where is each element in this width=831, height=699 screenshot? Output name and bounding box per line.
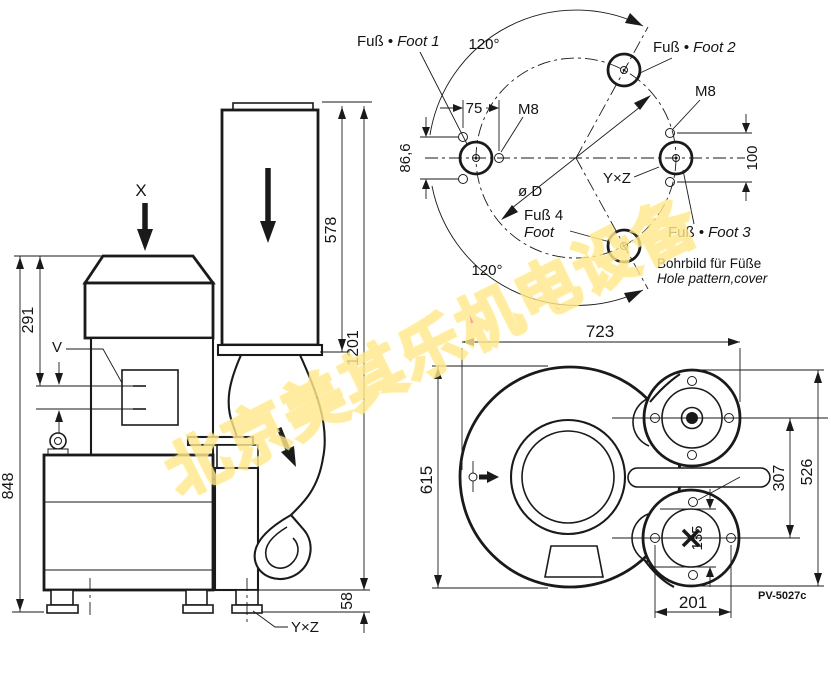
inlet-flange-plate <box>186 435 255 447</box>
duct-u-bend-outer <box>253 513 312 580</box>
duct-left-edge <box>227 354 242 438</box>
radial-foot2 <box>575 26 649 159</box>
pump-side-box <box>213 466 260 592</box>
foot4-label-line2: Foot <box>524 224 555 241</box>
dim-100: 100 <box>744 145 761 170</box>
base-box <box>42 453 215 592</box>
diameter-label: ø D <box>518 183 542 200</box>
motor-hood <box>82 254 216 285</box>
top-view-dimensions: 723 615 526 307 <box>417 322 824 618</box>
inlet-flow-arrow-icon <box>260 221 276 243</box>
motor-hood-skirt <box>83 281 215 340</box>
foot-a-pad <box>46 604 79 614</box>
yz-foot-label: Y×Z <box>291 619 319 636</box>
angle-top-label: 120° <box>468 36 499 53</box>
dim-578: 578 <box>323 217 340 244</box>
yz-leader-hp <box>633 166 660 178</box>
dim-291: 291 <box>20 307 37 334</box>
inlet-block <box>216 444 259 469</box>
foot3-label: Fuß •Foot 3 <box>668 224 751 241</box>
m8-holes <box>458 128 675 187</box>
m8-left-label: M8 <box>518 101 539 118</box>
foot2-circle <box>606 52 642 88</box>
port-arc-top <box>632 397 650 447</box>
top-view: 723 615 526 307 <box>417 322 828 618</box>
foot2-label: Fuß •Foot 2 <box>653 39 736 56</box>
foot-circles <box>458 52 694 264</box>
yz-label: Y×Z <box>603 170 631 187</box>
dim-307: 307 <box>771 465 788 492</box>
yz-leader <box>252 610 288 628</box>
caption-de: Bohrbild für Füße <box>657 256 761 271</box>
hole-pattern-view: 75 M8 86,6 100 M8 Fuß •Foot 1 120° Fuß •… <box>357 9 768 306</box>
drawing-code: PV-5027c <box>758 590 806 602</box>
duct-u-bend-inner <box>264 526 299 569</box>
m8-left-leader <box>500 116 524 153</box>
foot4-label-line1: Fuß 4 <box>524 207 563 224</box>
dim-58: 58 <box>339 592 356 610</box>
housing-bridge-bottom <box>642 557 675 588</box>
foot3-circle <box>658 140 694 176</box>
foot-b-pad <box>182 604 214 614</box>
foot-a <box>50 589 74 606</box>
arc-120-top-arrow <box>625 13 643 26</box>
foot2-leader <box>639 57 673 74</box>
muffler-base-plate <box>216 343 324 357</box>
foot4-circle <box>606 228 642 264</box>
eyebolt-outer <box>49 432 67 450</box>
angle-bottom-label: 120° <box>471 262 502 279</box>
foot1-leader <box>419 51 468 145</box>
foot1-circle <box>458 140 494 176</box>
dim-135: 135 <box>689 525 706 550</box>
foot1-label: Fuß •Foot 1 <box>357 33 440 50</box>
drain-hole <box>468 472 478 482</box>
arc-120-bottom-arrow <box>624 290 643 303</box>
terminal-box-topview <box>544 545 604 578</box>
dim-848: 848 <box>0 473 17 500</box>
side-view-dimensions: 291 848 578 1201 58 <box>0 101 372 633</box>
caption-en: Hole pattern,cover <box>657 271 768 286</box>
arc-120-top <box>429 9 644 136</box>
v-leader <box>66 348 123 384</box>
impeller-ring-inner <box>521 430 615 524</box>
diameter-line <box>511 106 641 209</box>
drain-arrow-icon <box>487 471 499 483</box>
arc-120-bottom <box>431 185 644 306</box>
x-arrow-icon <box>137 229 153 251</box>
dim-75: 75 <box>466 100 483 117</box>
dim-526: 526 <box>799 459 816 486</box>
foot-b <box>185 589 208 606</box>
motor-body <box>89 336 215 457</box>
duct-flow-arrow-shaft <box>276 427 291 451</box>
duct-flow-arrow-icon <box>281 446 296 467</box>
eyebolt-inner <box>54 437 62 445</box>
terminal-box <box>121 369 179 426</box>
entry-dim-arrow-up <box>55 410 63 422</box>
dim-1201: 1201 <box>345 330 362 366</box>
duct-right-edge <box>290 354 326 516</box>
foot3-leader <box>682 169 695 225</box>
m8-right-label: M8 <box>695 83 716 100</box>
dim-86-6: 86,6 <box>397 143 414 172</box>
m8-right-leader <box>672 99 701 130</box>
v-label: V <box>52 339 62 356</box>
port-leader <box>697 476 741 501</box>
housing-bridge-top <box>649 373 681 403</box>
dim-723: 723 <box>586 322 614 341</box>
x-direction-label: X <box>135 181 146 200</box>
dim-615: 615 <box>417 466 436 494</box>
dim-201: 201 <box>679 593 707 612</box>
entry-dim-arrow-down <box>55 373 63 385</box>
radial-foot4 <box>575 157 649 290</box>
neck-pipe <box>627 467 771 488</box>
side-view: X V <box>0 101 372 636</box>
impeller-ring-outer <box>509 418 627 536</box>
foot4-leader <box>569 230 611 243</box>
